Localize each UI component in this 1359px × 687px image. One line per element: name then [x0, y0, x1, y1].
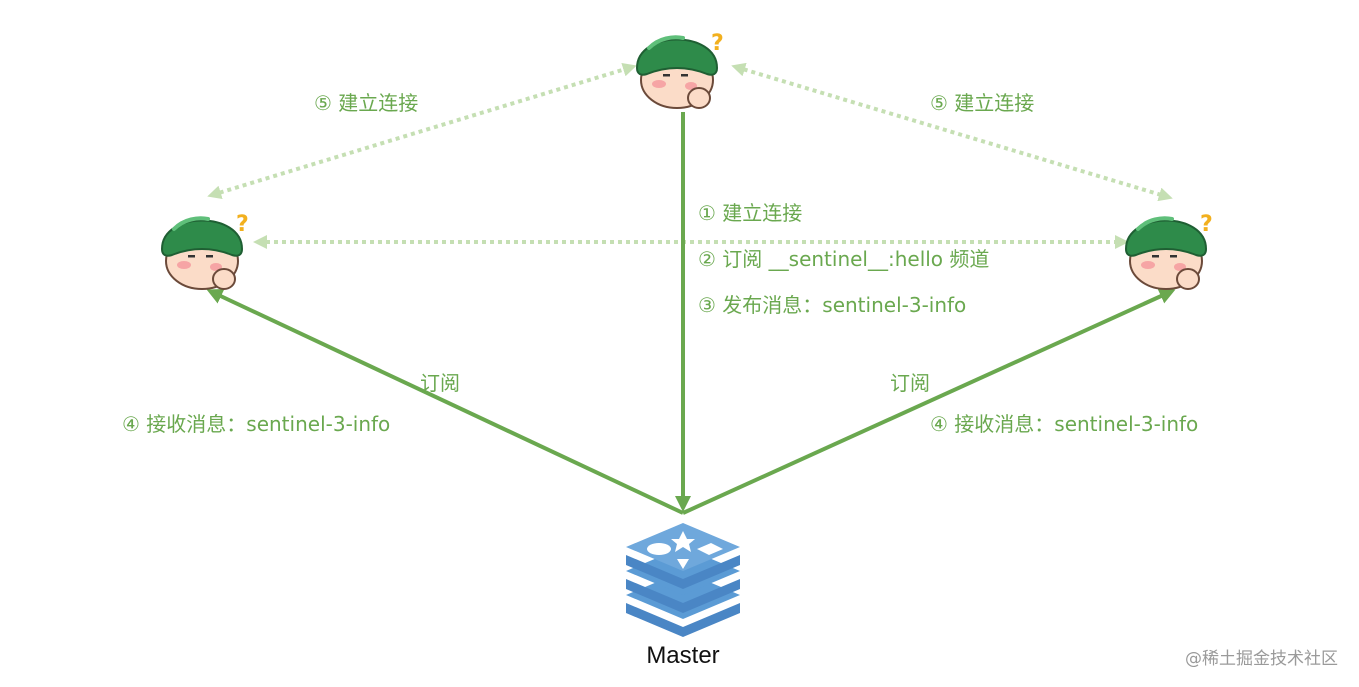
sentinel-left-icon — [160, 210, 251, 291]
label-subscribe-right: 订阅 — [890, 371, 930, 395]
redis-icon — [626, 523, 740, 637]
label-step2: ② 订阅 __sentinel__:hello 频道 — [698, 247, 989, 271]
label-receive-left: ④ 接收消息：sentinel-3-info — [122, 412, 390, 436]
sentinel-top-icon — [635, 29, 726, 110]
label-peer-connect-right: ⑤ 建立连接 — [930, 91, 1034, 115]
master-label: Master — [646, 642, 719, 669]
label-step1: ① 建立连接 — [698, 201, 802, 225]
watermark: @稀土掘金技术社区 — [1185, 649, 1338, 669]
label-peer-connect-left: ⑤ 建立连接 — [314, 91, 418, 115]
label-receive-right: ④ 接收消息：sentinel-3-info — [930, 412, 1198, 436]
peer-link-top-right — [731, 62, 1173, 202]
peer-link-top-left — [207, 62, 637, 200]
arrow-master-to-left — [206, 289, 684, 515]
sentinel-right-icon — [1124, 210, 1215, 291]
label-subscribe-left: 订阅 — [420, 371, 460, 395]
arrow-master-to-right — [682, 288, 1176, 515]
label-step3: ③ 发布消息：sentinel-3-info — [698, 293, 966, 317]
